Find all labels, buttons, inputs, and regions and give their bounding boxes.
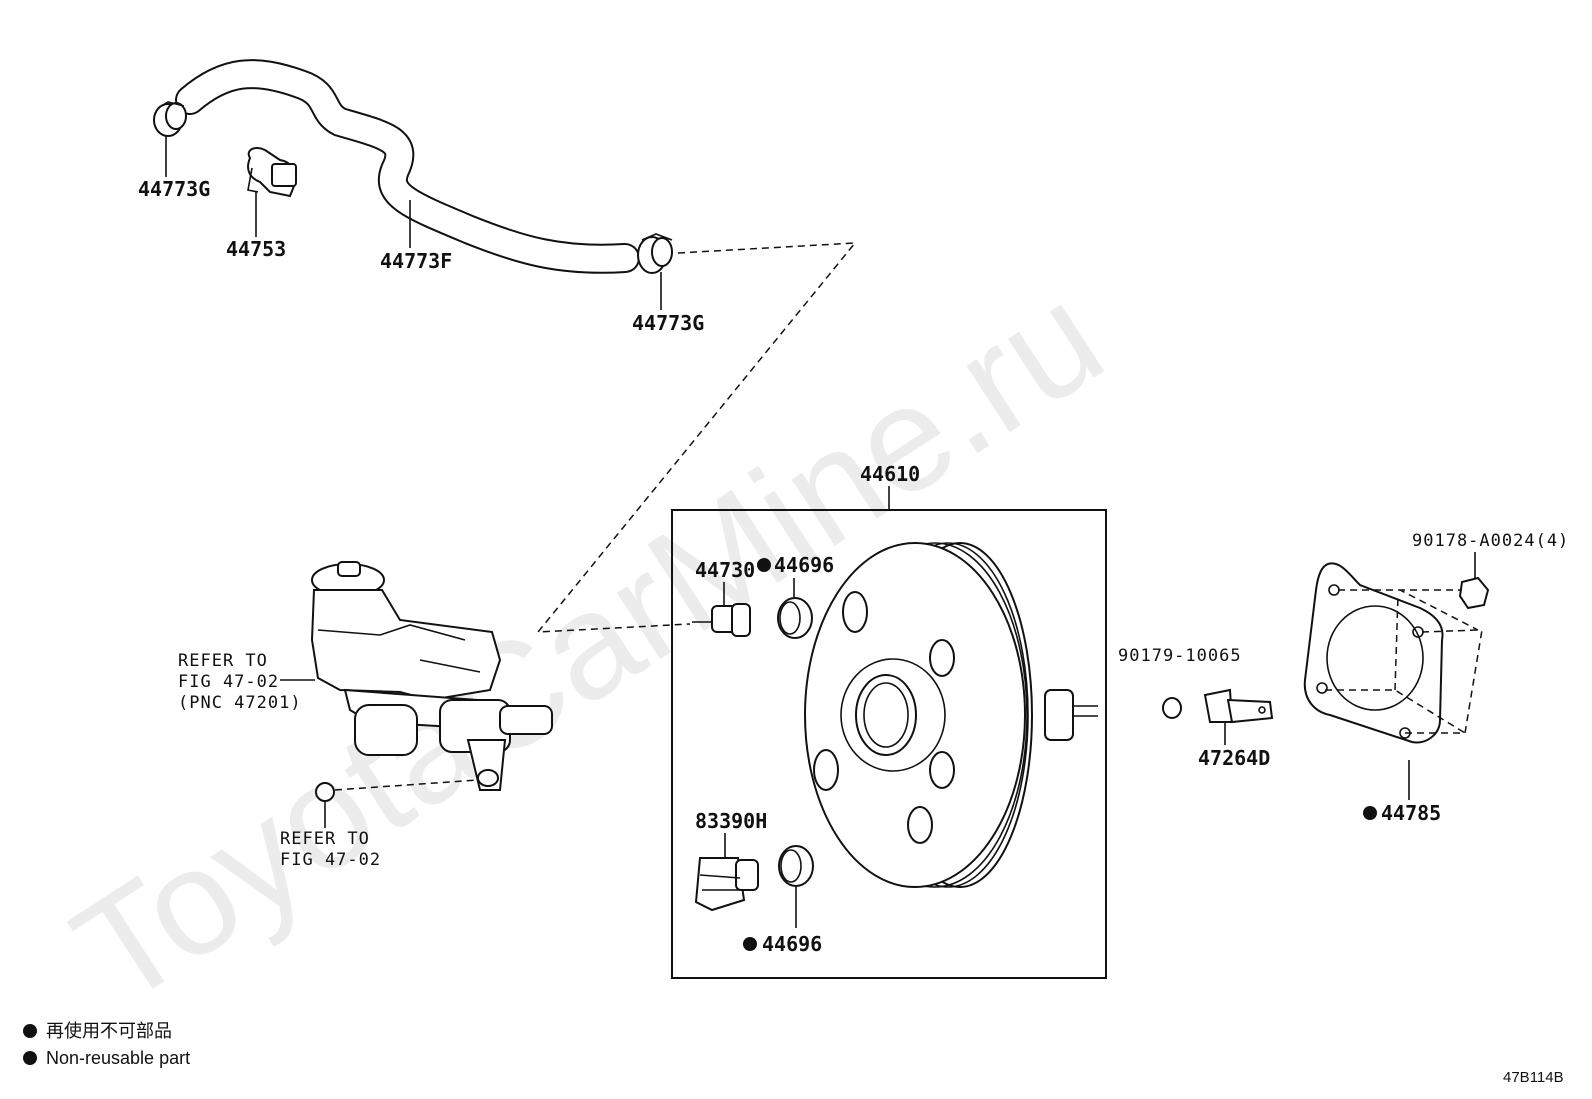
part-label-44785: 44785 bbox=[1381, 801, 1441, 825]
legend-text-en: Non-reusable part bbox=[46, 1048, 190, 1068]
refer-text-line3: (PNC 47201) bbox=[178, 693, 302, 713]
hose-clamp-icon bbox=[153, 101, 187, 137]
master-cylinder-reservoir-icon bbox=[310, 561, 553, 791]
part-label-44773F: 44773F bbox=[380, 249, 452, 273]
hose-clip-icon bbox=[247, 147, 297, 198]
part-label-44610: 44610 bbox=[860, 462, 920, 486]
gasket-icon bbox=[1303, 562, 1444, 744]
nut-icon bbox=[1458, 576, 1490, 610]
refer-text-line2: FIG 47-02 bbox=[280, 850, 381, 870]
legend-marker-icon bbox=[23, 1024, 37, 1038]
diagram-code: 47B114B bbox=[1503, 1069, 1564, 1086]
vacuum-hose-44773F bbox=[175, 59, 640, 274]
non-reusable-marker bbox=[1363, 806, 1377, 820]
part-label-47264D: 47264D bbox=[1198, 746, 1270, 770]
part-label-44773G-top: 44773G bbox=[138, 177, 210, 201]
refer-text-line1: REFER TO bbox=[280, 829, 370, 849]
vacuum-sensor-icon bbox=[694, 857, 759, 912]
part-label-83390H: 83390H bbox=[695, 809, 767, 833]
part-label-90178-A0024: 90178-A0024(4) bbox=[1412, 531, 1569, 551]
part-label-90179-10065: 90179-10065 bbox=[1118, 646, 1242, 666]
part-label-44730: 44730 bbox=[695, 558, 755, 582]
non-reusable-marker bbox=[757, 558, 771, 572]
refer-text-line2: FIG 47-02 bbox=[178, 672, 279, 692]
part-label-44696-top: 44696 bbox=[774, 553, 834, 577]
part-label-44753: 44753 bbox=[226, 237, 286, 261]
part-label-44773G-lower: 44773G bbox=[632, 311, 704, 335]
grommet-icon bbox=[777, 597, 813, 639]
refer-text-line1: REFER TO bbox=[178, 651, 268, 671]
part-label-44696-bottom: 44696 bbox=[762, 932, 822, 956]
bracket-icon bbox=[1203, 688, 1274, 724]
connector-line bbox=[1325, 589, 1483, 734]
legend: 再使用不可部品 Non-reusable part bbox=[23, 1021, 190, 1068]
non-reusable-marker bbox=[743, 937, 757, 951]
hose-clamp-icon bbox=[637, 233, 673, 274]
brake-booster-icon bbox=[804, 542, 1098, 888]
grommet-icon bbox=[778, 845, 814, 887]
legend-text-jp: 再使用不可部品 bbox=[46, 1021, 172, 1041]
check-valve-icon bbox=[692, 603, 751, 637]
connector-line bbox=[536, 242, 857, 633]
seal-icon bbox=[315, 782, 335, 802]
legend-marker-icon bbox=[23, 1051, 37, 1065]
plug-icon bbox=[1162, 697, 1182, 719]
